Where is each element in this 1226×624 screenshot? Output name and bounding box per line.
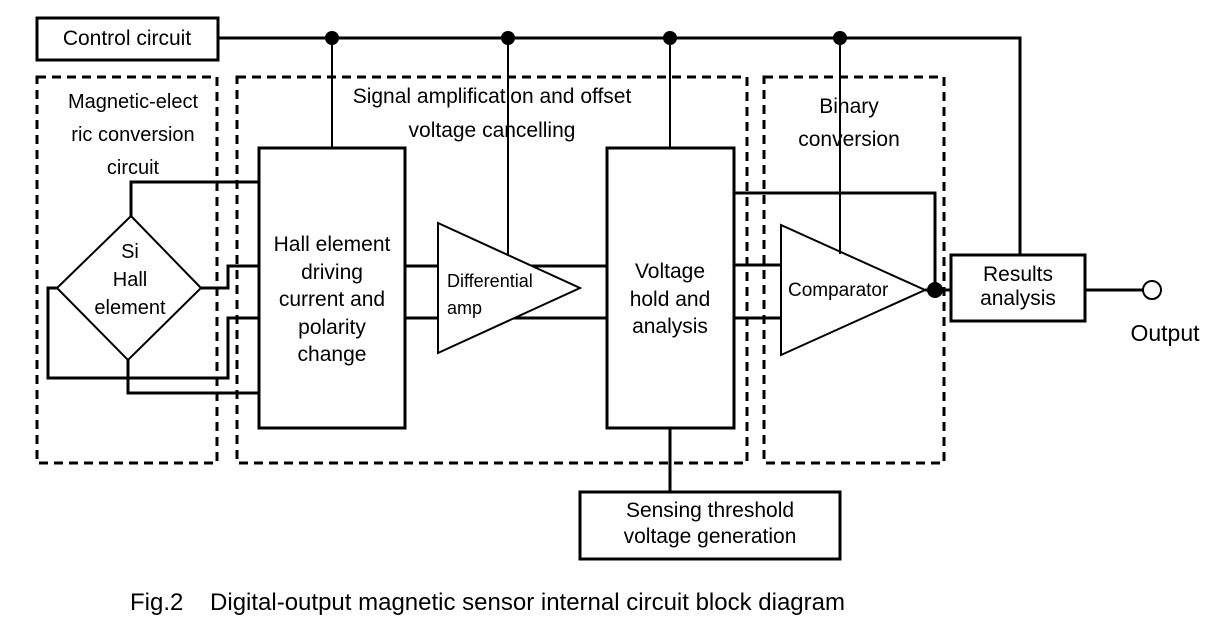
voltage-hold-block: [605, 146, 736, 430]
hall-left-wire: [46, 286, 259, 380]
si-hall-element: [55, 214, 203, 362]
output-terminal: [1142, 280, 1162, 300]
signal-group-label-2: voltage cancelling: [409, 119, 576, 142]
signal-group-label-1: Signal amplification and offset: [353, 85, 632, 108]
hall-bottom-wire: [126, 360, 259, 395]
voltage-hold-label-2: hold and: [630, 288, 711, 311]
hall-right-wire: [201, 264, 259, 290]
voltage-hold-label-3: analysis: [632, 315, 708, 338]
signal-amplification-group: [235, 75, 749, 465]
results-label-1: Results: [983, 263, 1053, 286]
hall-drive-label-2: driving: [301, 261, 363, 284]
voltage-hold-label-1: Voltage: [635, 260, 705, 283]
figure-caption: Fig.2 Digital-output magnetic sensor int…: [130, 589, 845, 616]
junction-dot: [663, 31, 677, 45]
magnetic-conversion-group: [35, 75, 219, 465]
junction-dot: [325, 31, 339, 45]
diff-amp-label-1: Differential: [447, 271, 533, 291]
differential-amp: [437, 221, 583, 355]
threshold-label-1: Sensing threshold: [626, 499, 794, 522]
hall-drive-block: [257, 146, 407, 430]
junction-dot: [927, 282, 943, 298]
output-label: Output: [1130, 320, 1200, 346]
hall-element-label-1: Si: [121, 241, 139, 263]
hall-drive-label-1: Hall element: [274, 233, 391, 256]
sensing-threshold-block: [578, 490, 842, 561]
magnetic-group-label-2: ric conversion: [71, 124, 194, 146]
binary-group-label-1: Binary: [819, 95, 879, 118]
binary-group-label-2: conversion: [798, 128, 900, 151]
hall-element-label-2: Hall: [113, 269, 147, 291]
diff-amp-label-2: amp: [447, 298, 482, 318]
binary-conversion-group: [762, 75, 946, 465]
hall-drive-label-4: polarity: [298, 316, 366, 339]
comparator: [780, 223, 928, 357]
hall-drive-label-3: current and: [279, 288, 385, 311]
control-circuit-block: [35, 16, 220, 62]
magnetic-group-label-1: Magnetic-elect: [68, 91, 199, 113]
hall-drive-label-5: change: [298, 343, 367, 366]
control-bus-wire: [218, 36, 1022, 255]
comparator-label: Comparator: [788, 280, 889, 301]
magnetic-group-label-3: circuit: [107, 157, 160, 179]
control-circuit-label: Control circuit: [63, 27, 192, 50]
threshold-label-2: voltage generation: [624, 525, 797, 548]
results-label-2: analysis: [980, 287, 1056, 310]
hall-element-label-3: element: [94, 297, 166, 319]
results-analysis-block: [949, 253, 1087, 323]
voltage-hold-bypass-wire: [734, 191, 937, 290]
hall-top-wire: [129, 180, 259, 216]
